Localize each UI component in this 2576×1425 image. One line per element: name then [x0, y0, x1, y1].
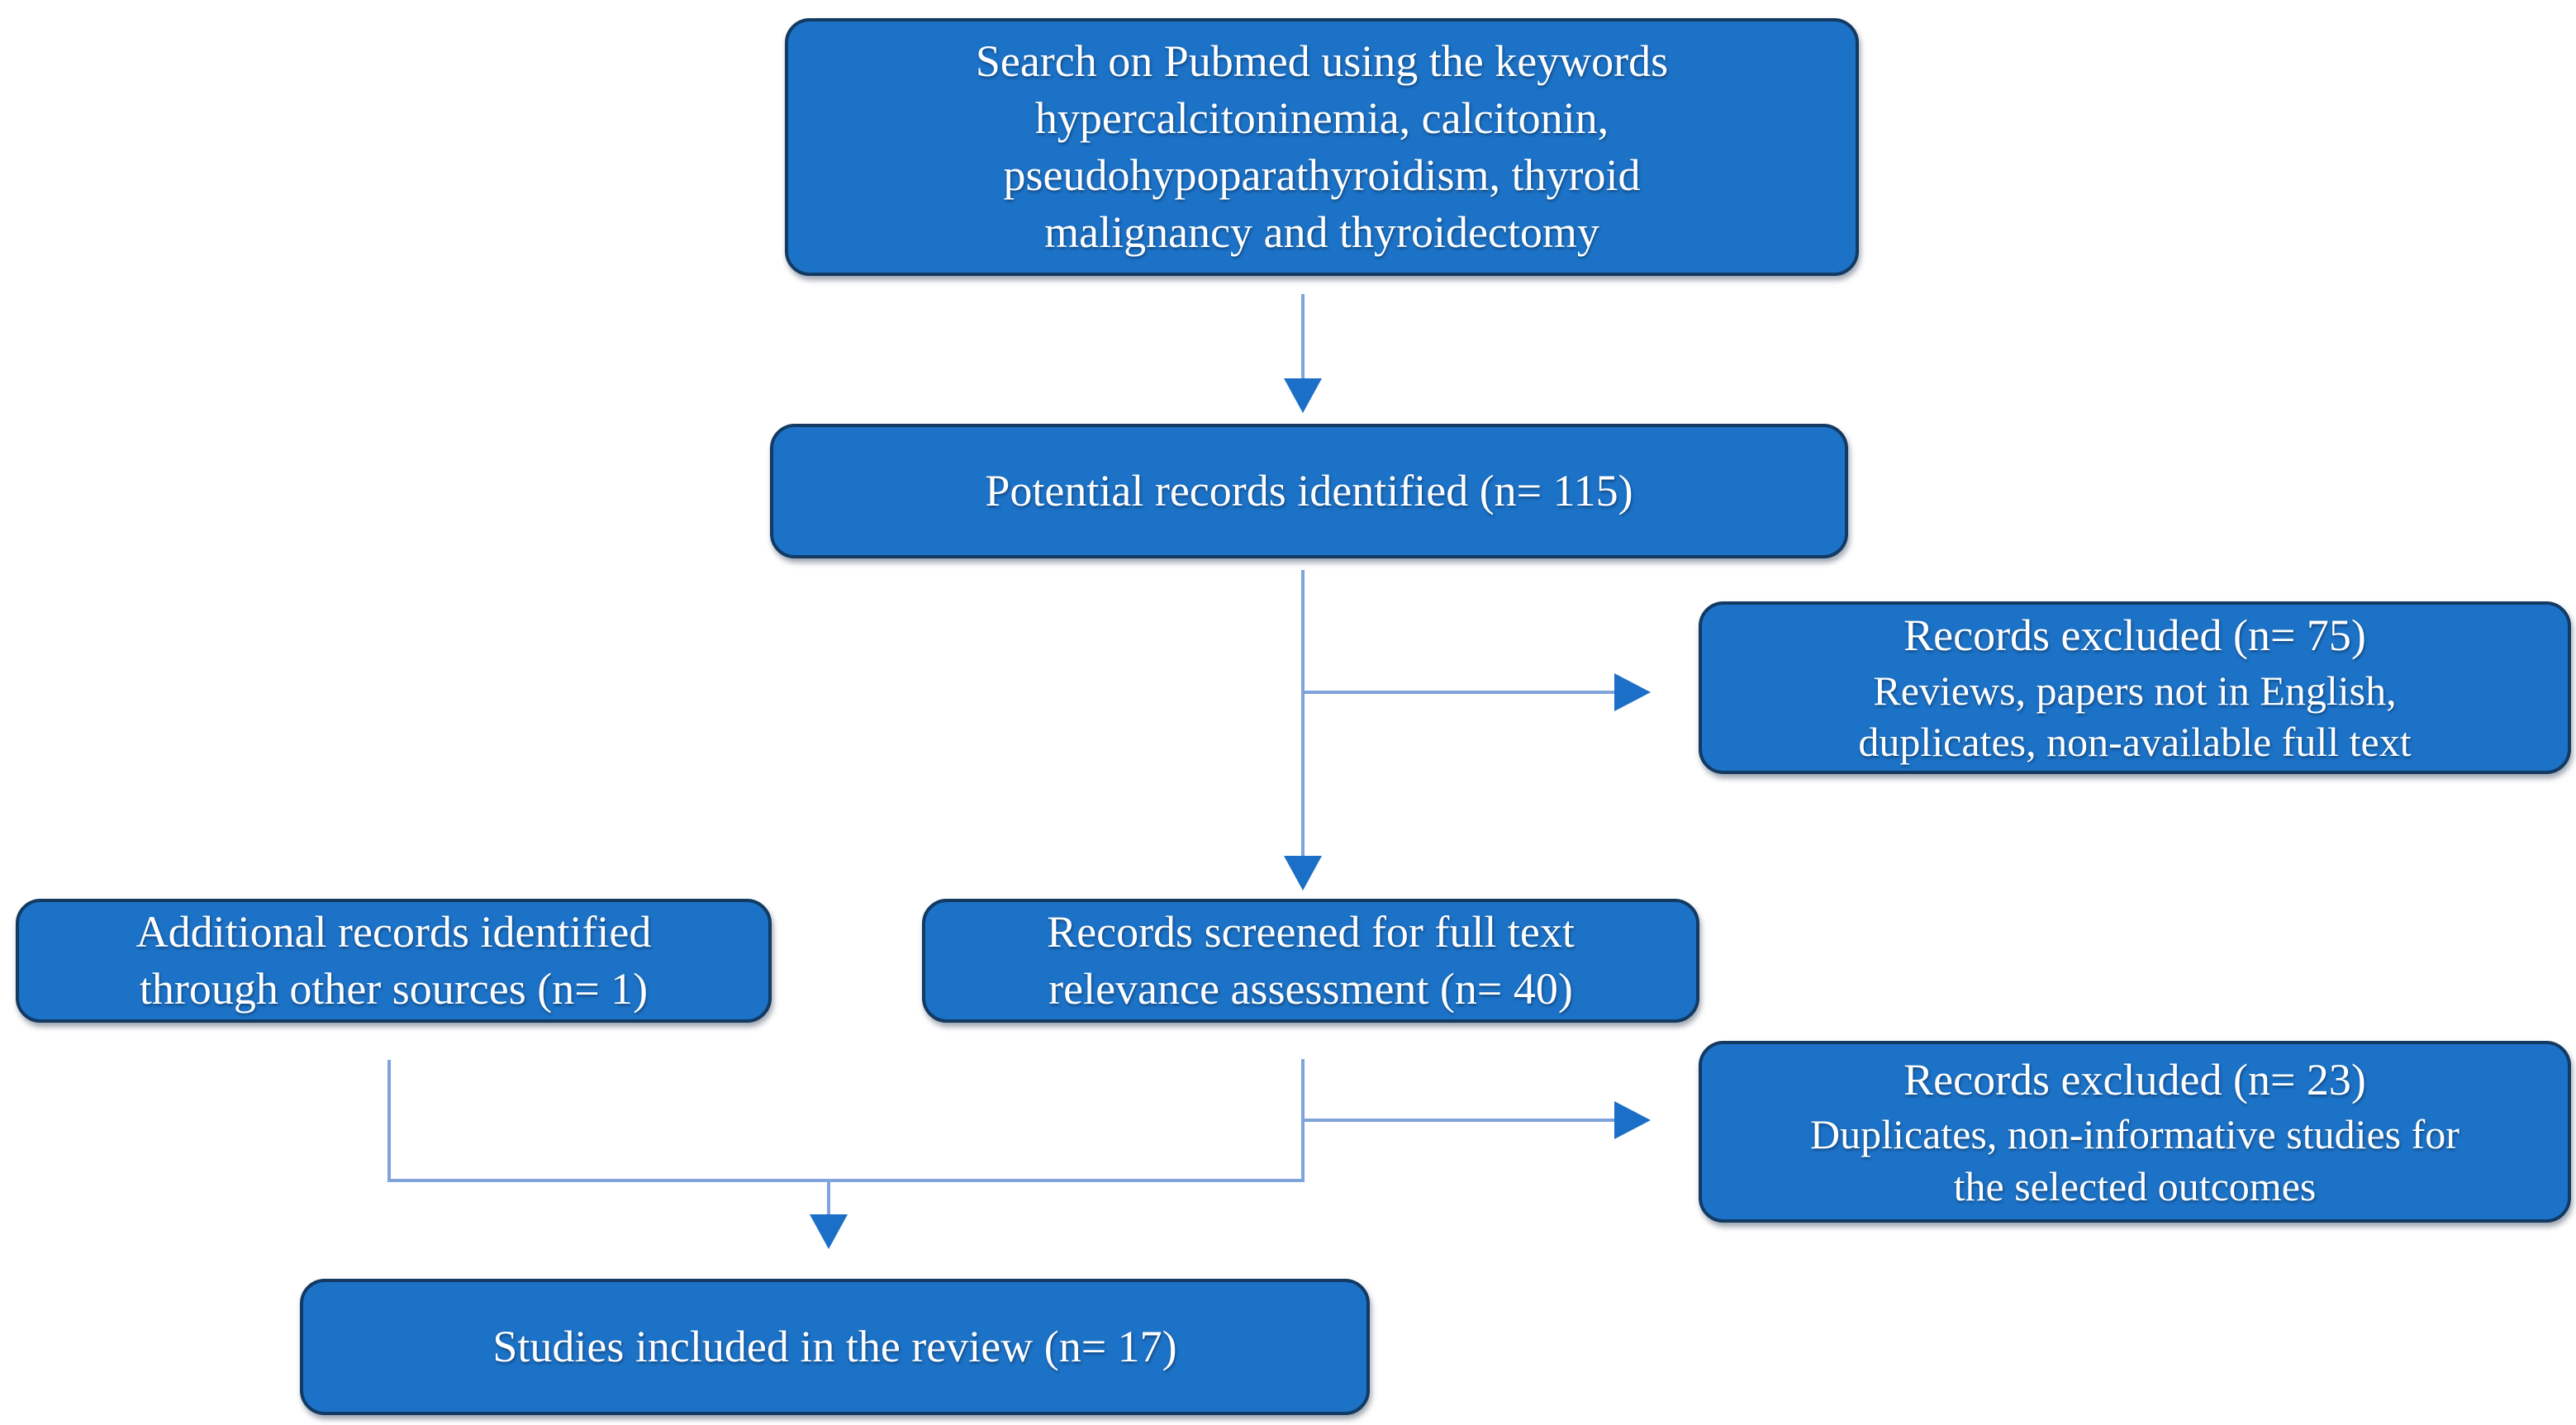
node-records-screened-text: Records screened for full text relevance… [1047, 906, 1575, 1014]
node-studies-included: Studies included in the review (n= 17) [300, 1279, 1370, 1415]
node-records-excluded-screening-detail: Reviews, papers not in English, duplicat… [1858, 667, 2412, 766]
node-records-identified: Potential records identified (n= 115) [770, 424, 1848, 558]
node-records-excluded-screening: Records excluded (n= 75) Reviews, papers… [1699, 601, 2571, 774]
arrowhead-included-icon [810, 1214, 848, 1249]
arrowhead-excluded-23-icon [1614, 1101, 1651, 1139]
node-records-screened: Records screened for full text relevance… [922, 899, 1699, 1023]
node-search-keywords-text: Search on Pubmed using the keywords hype… [975, 36, 1669, 258]
node-studies-included-text: Studies included in the review (n= 17) [492, 1321, 1177, 1371]
arrowhead-screened-icon [1284, 856, 1322, 891]
node-additional-records-text: Additional records identified through ot… [135, 906, 652, 1014]
node-search-keywords: Search on Pubmed using the keywords hype… [785, 18, 1859, 276]
node-records-identified-text: Potential records identified (n= 115) [985, 465, 1633, 515]
node-records-excluded-screening-title: Records excluded (n= 75) [1903, 610, 2366, 661]
node-records-excluded-fulltext: Records excluded (n= 23) Duplicates, non… [1699, 1041, 2571, 1223]
node-records-excluded-fulltext-title: Records excluded (n= 23) [1903, 1054, 2366, 1104]
node-additional-records: Additional records identified through ot… [16, 899, 772, 1023]
arrowhead-excluded-75-icon [1614, 673, 1651, 711]
arrowhead-identified-icon [1284, 378, 1322, 413]
node-records-excluded-fulltext-detail: Duplicates, non-informative studies for … [1810, 1111, 2460, 1209]
